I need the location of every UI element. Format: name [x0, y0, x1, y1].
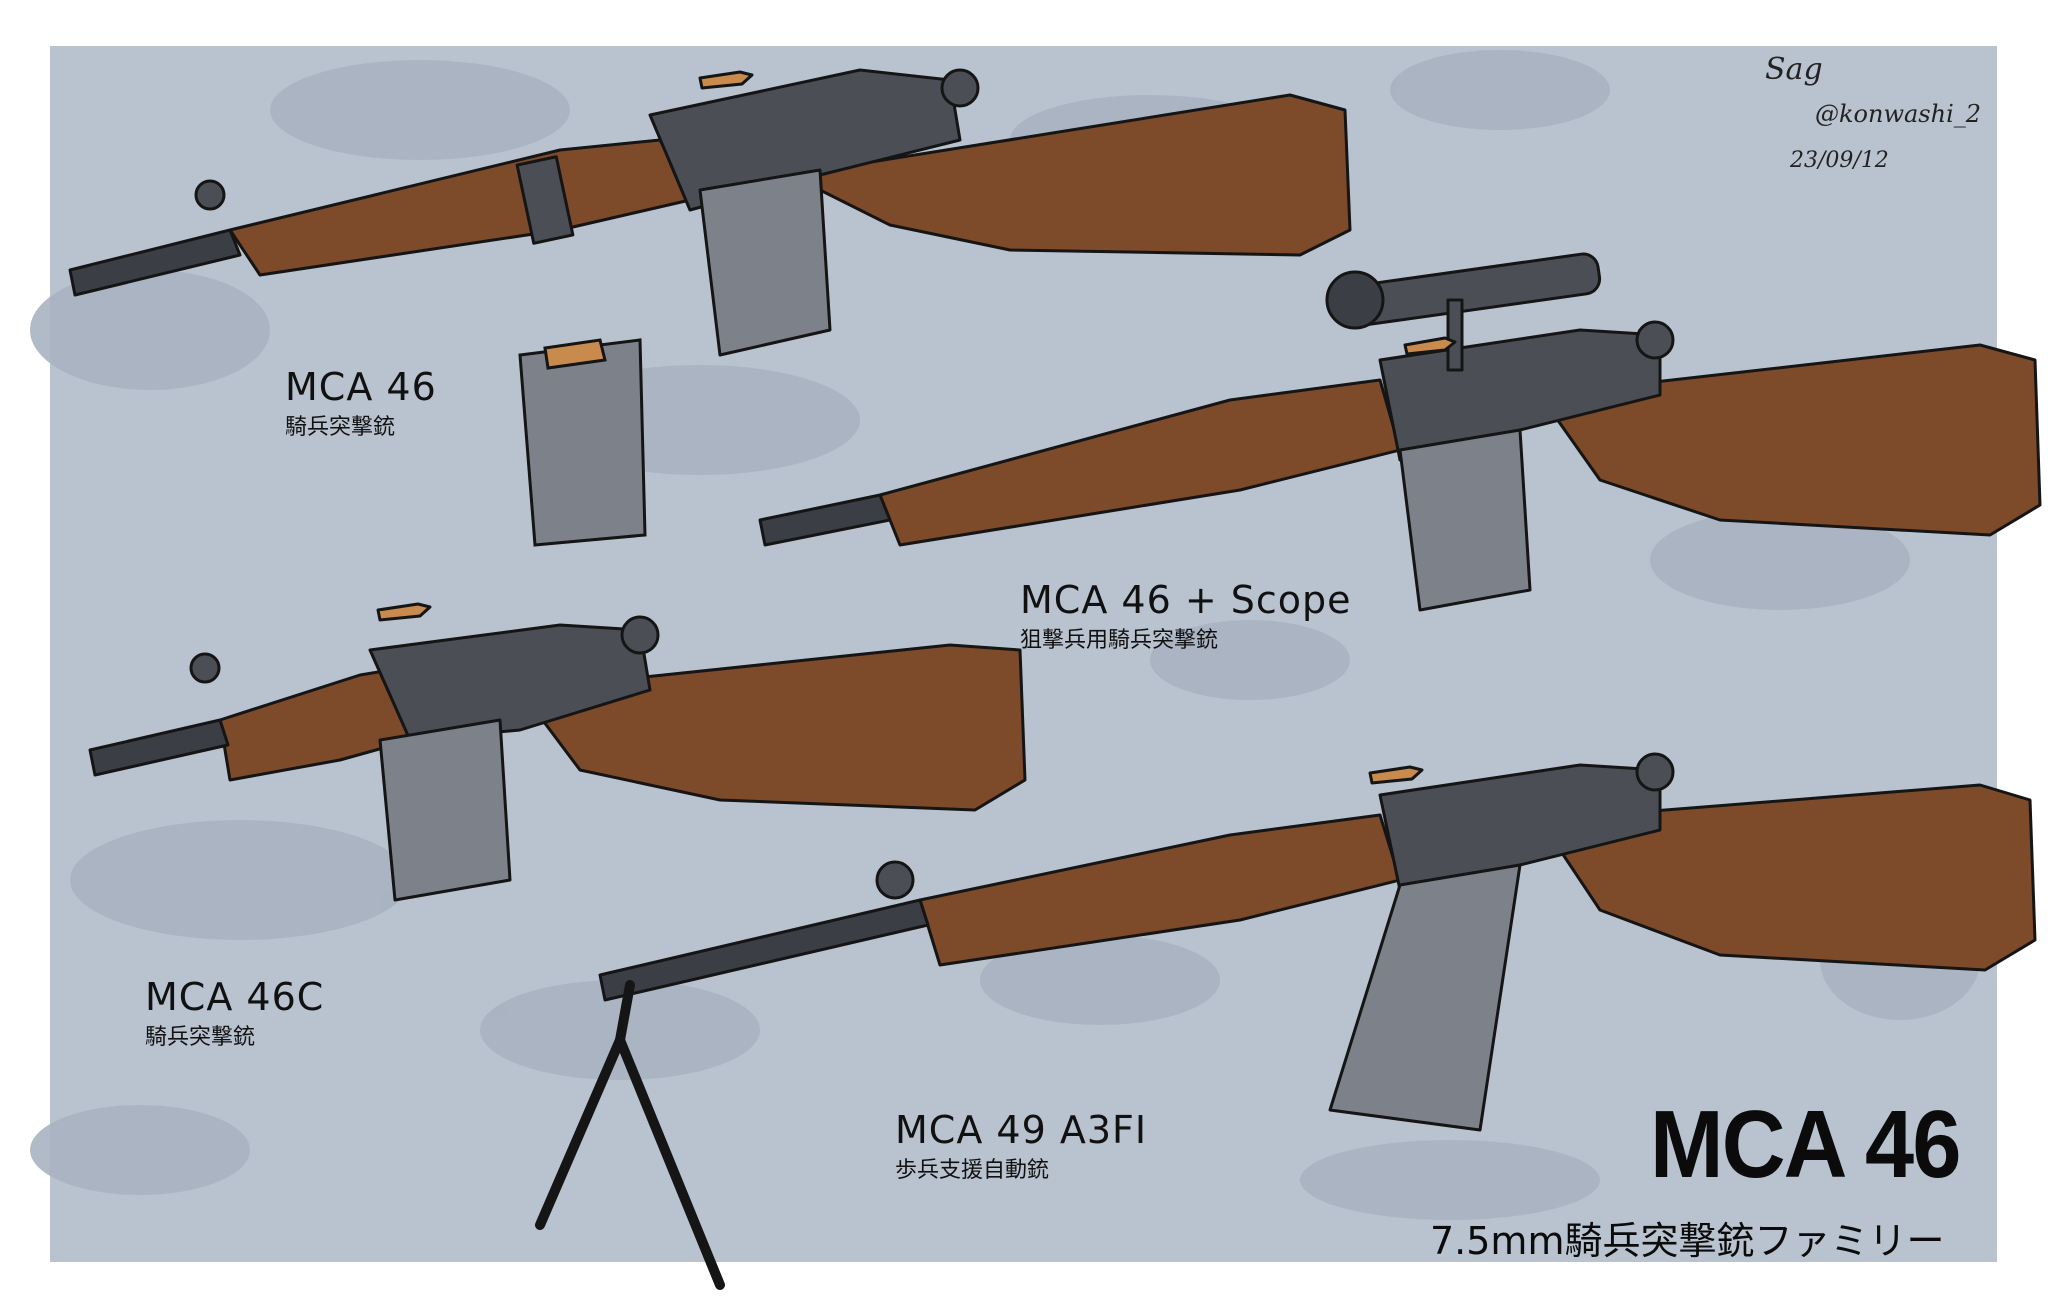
rifle-name: MCA 46 + Scope [1020, 578, 1352, 622]
poster-title: MCA 46 [1650, 1091, 1961, 1198]
rifle-subtitle: 狙撃兵用騎兵突撃銃 [1020, 628, 1219, 653]
rifle-mca46-scope [758, 252, 2042, 612]
rifle-name: MCA 46 [285, 365, 437, 409]
rifle-49-barrel [598, 898, 930, 1002]
rifle-scope-stock [1538, 343, 2042, 537]
poster-subtitle: 7.5mm騎兵突撃銃ファミリー [1430, 1219, 1945, 1263]
signature-name: Sag [1765, 52, 1823, 87]
rifle-49-stock [1538, 783, 2037, 972]
rifle-mca46-bullet [698, 70, 754, 90]
rifle-mca49 [535, 752, 2037, 1290]
rifle-mca46-receiver [648, 68, 962, 212]
rifle-mca46 [68, 68, 1352, 357]
rifle-label-mca46c: MCA 46C 騎兵突撃銃 [145, 975, 324, 1051]
rifle-subtitle: 騎兵突撃銃 [285, 415, 396, 440]
bipod [535, 980, 725, 1290]
rifle-mca46c [88, 602, 1027, 902]
rifle-mca46-barrel [68, 228, 242, 297]
rifle-label-mca49: MCA 49 A3FI 歩兵支援自動銃 [895, 1108, 1147, 1184]
rifle-name: MCA 46C [145, 975, 325, 1019]
rifle-mca46-magazine [698, 168, 832, 357]
rifle-subtitle: 騎兵突撃銃 [145, 1025, 256, 1050]
rifle-mca46-stock [788, 93, 1352, 257]
rifle-label-mca46-scope: MCA 46 + Scope 狙撃兵用騎兵突撃銃 [1020, 578, 1352, 654]
signature-handle: @konwashi_2 [1815, 100, 1982, 128]
rifle-scope-magazine [1398, 428, 1532, 612]
rifle-scope-barrel [758, 493, 892, 547]
rifle-46c-barrel [88, 718, 230, 777]
rifle-subtitle: 歩兵支援自動銃 [895, 1158, 1050, 1183]
signature-date: 23/09/12 [1790, 148, 1889, 173]
rifle-scope-forend [878, 378, 1402, 547]
spare-magazine [518, 338, 647, 547]
rifle-mca46-forend [228, 138, 692, 277]
rifle-46c-magazine [378, 718, 512, 902]
rifle-49-magazine [1328, 863, 1522, 1132]
rifle-label-mca46: MCA 46 騎兵突撃銃 [285, 365, 437, 441]
rifle-name: MCA 49 A3FI [895, 1108, 1148, 1152]
